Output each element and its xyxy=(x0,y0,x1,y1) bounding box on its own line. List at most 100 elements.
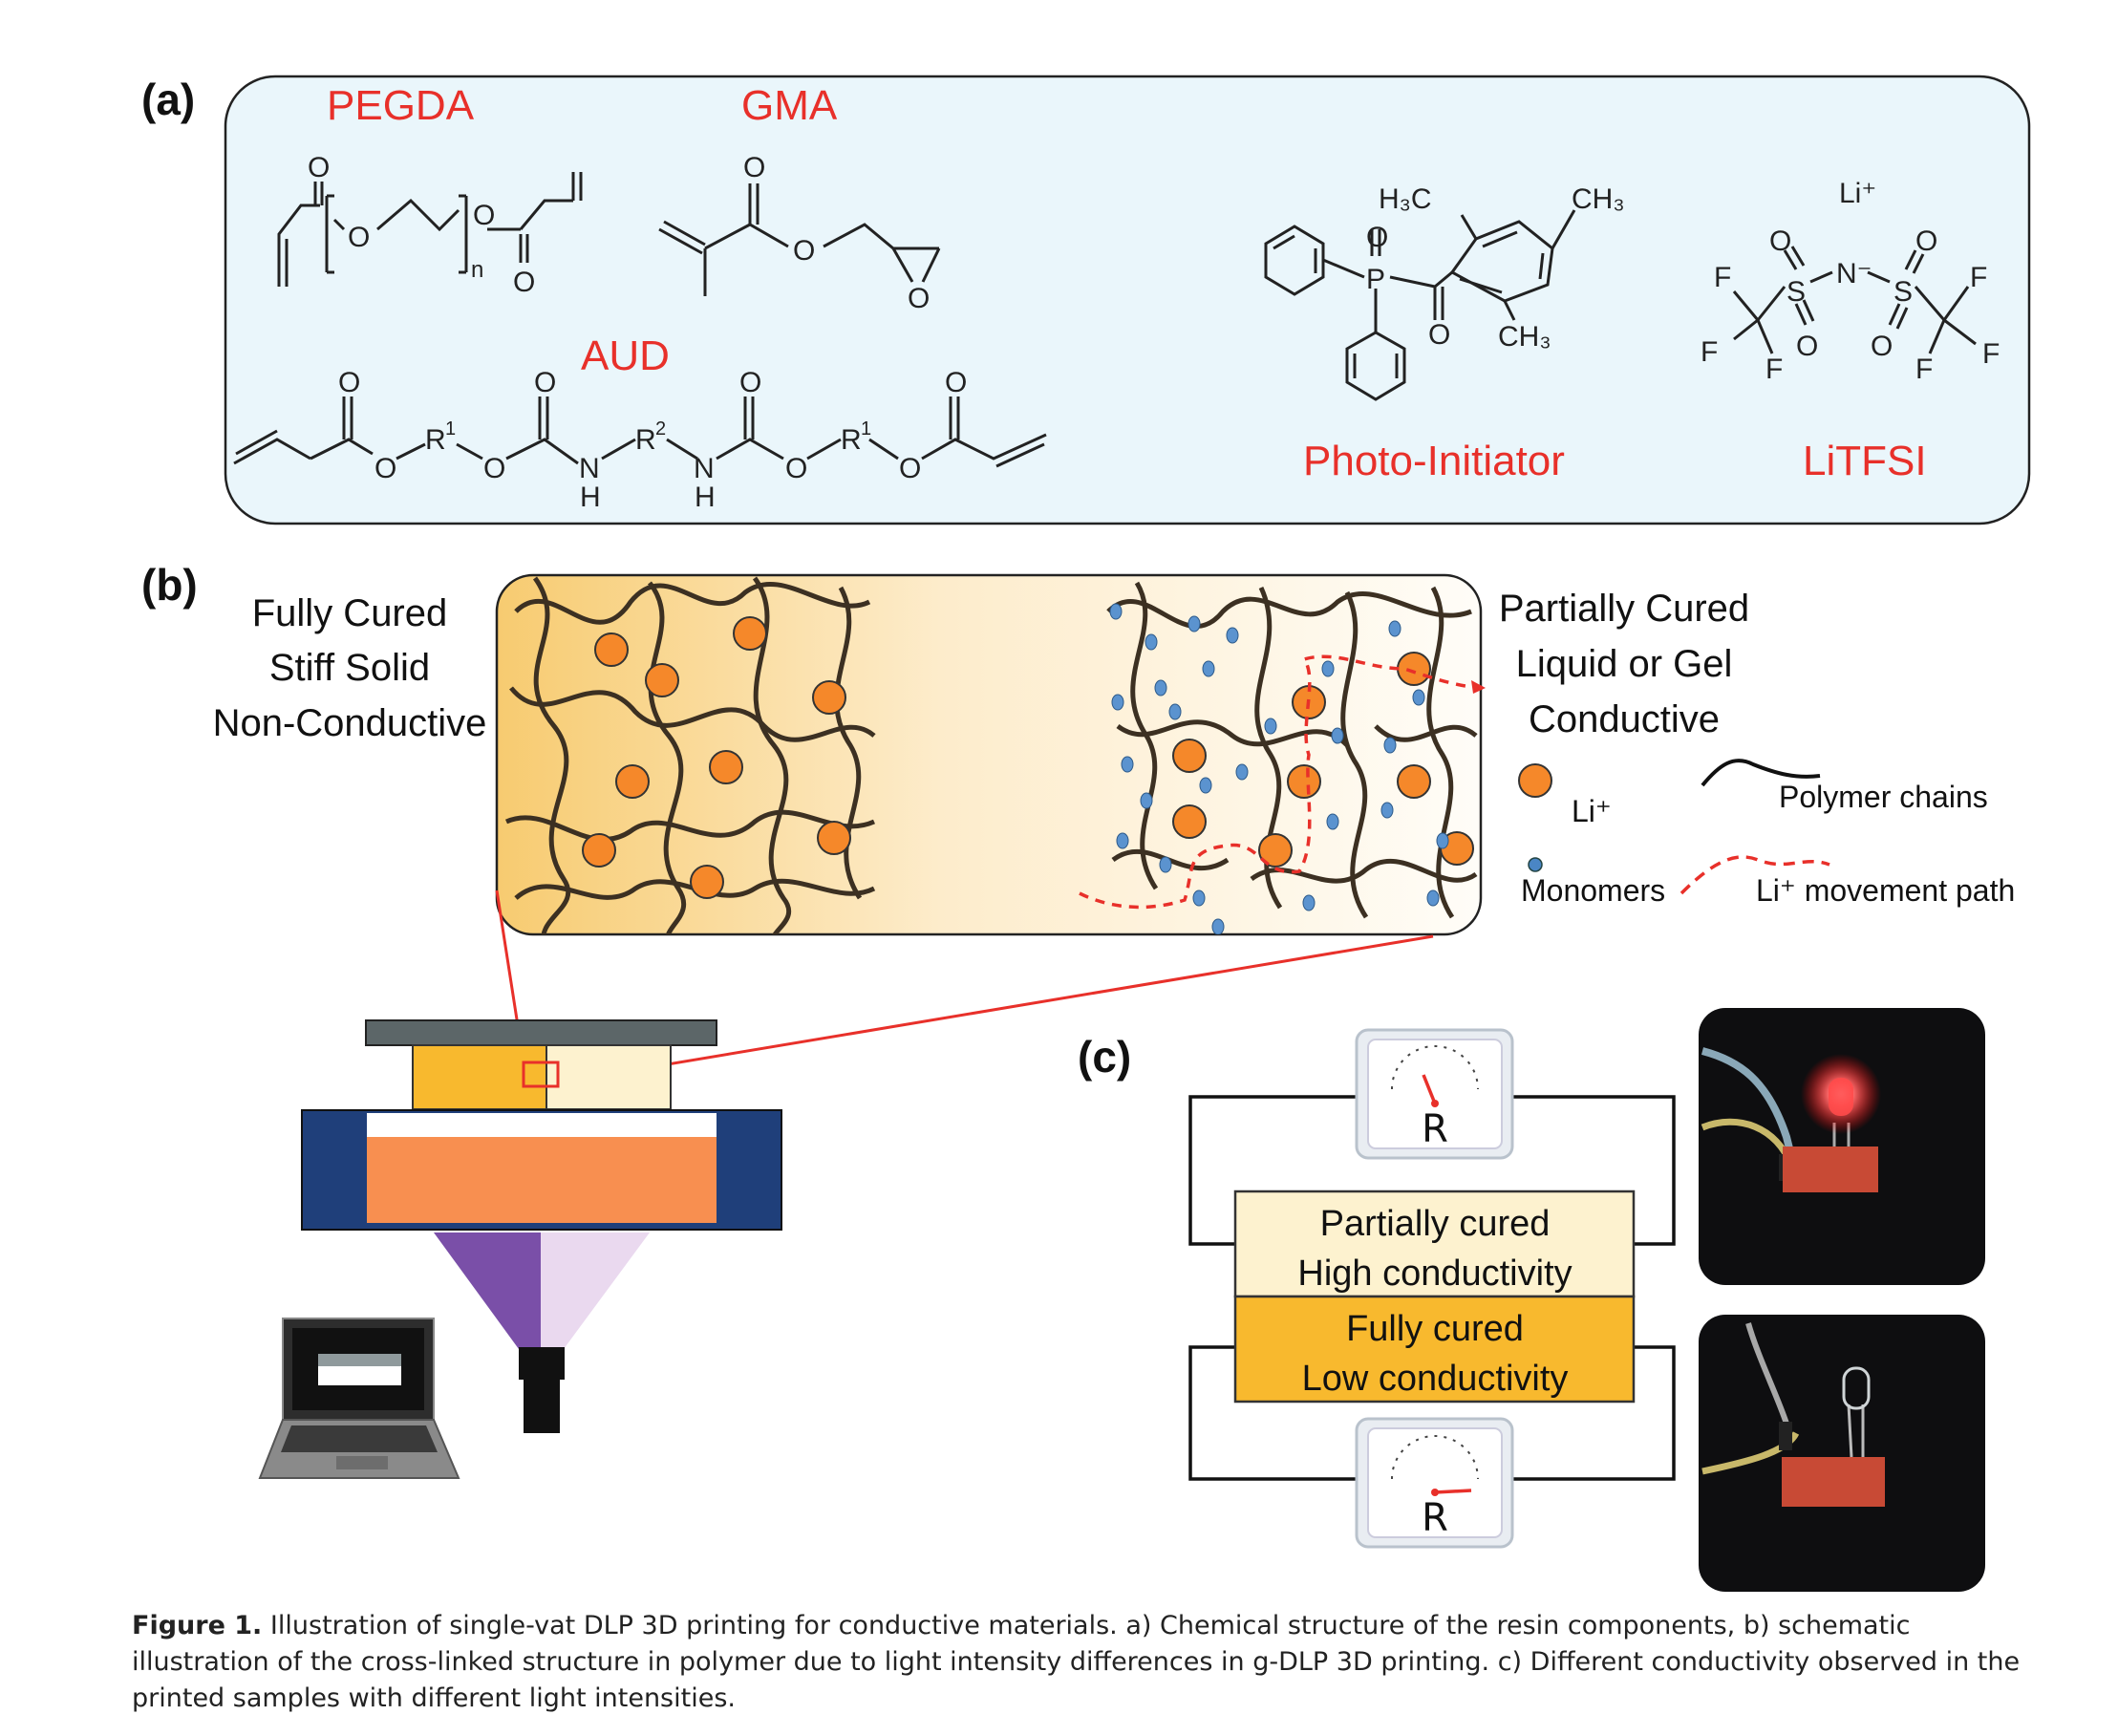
monomer-dot xyxy=(1388,620,1401,637)
legend: Li⁺ Polymer chains Monomers Li⁺ movement… xyxy=(1518,759,2015,908)
svg-text:O: O xyxy=(513,267,535,298)
svg-text:1: 1 xyxy=(861,418,871,439)
top-box-line1: Partially cured xyxy=(1320,1204,1551,1244)
svg-text:O: O xyxy=(473,200,495,231)
li-ion xyxy=(812,680,846,715)
light-beam-high xyxy=(434,1232,541,1349)
monomer-dot xyxy=(1121,756,1134,773)
svg-text:O: O xyxy=(1796,331,1818,362)
monomer-dot xyxy=(1326,813,1339,830)
monomer-dot xyxy=(1302,894,1316,911)
aud-label: AUD xyxy=(581,332,670,379)
svg-text:O: O xyxy=(338,367,360,398)
legend-polymer-swatch xyxy=(1701,759,1821,787)
svg-text:R: R xyxy=(635,424,656,456)
svg-text:H₃C: H₃C xyxy=(1379,183,1432,215)
gma-label: GMA xyxy=(741,82,838,129)
monomer-dot xyxy=(1383,737,1397,754)
monomer-dot xyxy=(1436,832,1449,849)
panel-a-label: (a) xyxy=(141,75,195,124)
monomer-dot xyxy=(1331,727,1344,744)
panel-c-label: (c) xyxy=(1078,1032,1131,1082)
svg-text:F: F xyxy=(1765,354,1783,385)
svg-text:O: O xyxy=(1428,319,1450,351)
svg-text:O: O xyxy=(1915,225,1937,257)
svg-text:O: O xyxy=(534,367,556,398)
build-plate xyxy=(365,1019,717,1046)
projector-lens xyxy=(519,1347,565,1380)
monomer-dot xyxy=(1426,889,1440,907)
ohmmeter-bottom: R xyxy=(1355,1417,1514,1549)
photoinitiator-structure xyxy=(1264,209,1576,401)
light-beam-low xyxy=(541,1232,650,1349)
legend-li-label: Li⁺ xyxy=(1572,794,1612,828)
legend-li-swatch xyxy=(1518,763,1552,798)
svg-text:R: R xyxy=(841,424,862,456)
svg-text:O: O xyxy=(743,152,765,183)
zoom-box xyxy=(522,1061,560,1088)
laptop-icon xyxy=(258,1318,460,1479)
svg-text:O: O xyxy=(1871,331,1893,362)
svg-text:F: F xyxy=(1701,336,1718,368)
svg-text:F: F xyxy=(1970,262,1987,293)
svg-text:S: S xyxy=(1786,276,1806,308)
sample-stack: Partially cured High conductivity Fully … xyxy=(1233,1189,1636,1404)
li-ion xyxy=(733,616,767,651)
caption-text: Illustration of single-vat DLP 3D printi… xyxy=(132,1611,2021,1713)
monomer-dot xyxy=(1168,703,1182,720)
aud-structure xyxy=(233,396,1047,468)
monomer-dot xyxy=(1111,694,1124,711)
printed-part-partially-cured xyxy=(546,1044,672,1110)
li-ion xyxy=(817,821,851,855)
li-ion xyxy=(594,632,629,667)
gma-structure xyxy=(658,183,941,296)
photoinitiator-label: Photo-Initiator xyxy=(1303,438,1565,484)
svg-text:F: F xyxy=(1982,338,2000,370)
monomer-dot xyxy=(1140,792,1153,809)
li-ion xyxy=(690,865,724,899)
li-ion xyxy=(1287,764,1321,799)
fully-cured-box xyxy=(1233,1295,1636,1404)
gma-atoms: O O O xyxy=(743,152,930,314)
svg-text:O: O xyxy=(308,152,330,183)
bottom-box-line1: Fully cured xyxy=(1346,1309,1524,1349)
pegda-label: PEGDA xyxy=(327,82,475,129)
li-ion xyxy=(582,833,616,868)
svg-text:O: O xyxy=(793,235,815,267)
monomer-dot xyxy=(1154,679,1167,697)
svg-text:Conductive: Conductive xyxy=(1529,698,1720,740)
ohmmeter-top: R xyxy=(1355,1028,1514,1160)
figure-caption: Figure 1. Illustration of single-vat DLP… xyxy=(132,1608,2033,1717)
svg-text:R: R xyxy=(425,424,446,456)
monomer-dot xyxy=(1192,889,1206,907)
svg-text:H: H xyxy=(695,482,716,513)
ohmmeter-top-r: R xyxy=(1422,1107,1448,1151)
aud-atoms: O O R 1 O O N H R 2 N H O O R 1 O O xyxy=(338,367,967,513)
svg-text:Fully Cured: Fully Cured xyxy=(252,592,448,634)
svg-text:O: O xyxy=(1769,225,1791,257)
litfsi-atoms: Li⁺ N⁻ S S O O O O F F F F F F xyxy=(1701,178,2000,385)
monomer-dot xyxy=(1226,627,1239,644)
pegda-atoms: O O O n O xyxy=(308,152,535,298)
li-ion xyxy=(1397,764,1431,799)
panel-a-frame xyxy=(224,75,2031,525)
monomer-dot xyxy=(1187,615,1201,632)
panel-b-label: (b) xyxy=(141,560,198,610)
li-ion xyxy=(709,750,743,784)
top-box-line2: High conductivity xyxy=(1297,1254,1572,1294)
partially-cured-box xyxy=(1233,1189,1636,1298)
monomer-dot xyxy=(1235,763,1249,781)
svg-text:F: F xyxy=(1714,262,1731,293)
circuit-wires xyxy=(1188,1095,1676,1481)
svg-text:O: O xyxy=(945,367,967,398)
figure-canvas: (a) PEGDA GMA AUD Photo-Initiator LiTFSI… xyxy=(141,75,2031,1592)
li-ion xyxy=(645,663,679,697)
monomer-dot xyxy=(1264,718,1277,735)
svg-text:O: O xyxy=(739,367,761,398)
monomer-dot xyxy=(1109,603,1123,620)
svg-text:Stiff Solid: Stiff Solid xyxy=(269,647,430,689)
monomer-dots xyxy=(1109,603,1449,934)
monomer-dot xyxy=(1202,660,1215,677)
svg-text:O: O xyxy=(374,453,396,484)
printed-part-fully-cured xyxy=(412,1044,547,1110)
